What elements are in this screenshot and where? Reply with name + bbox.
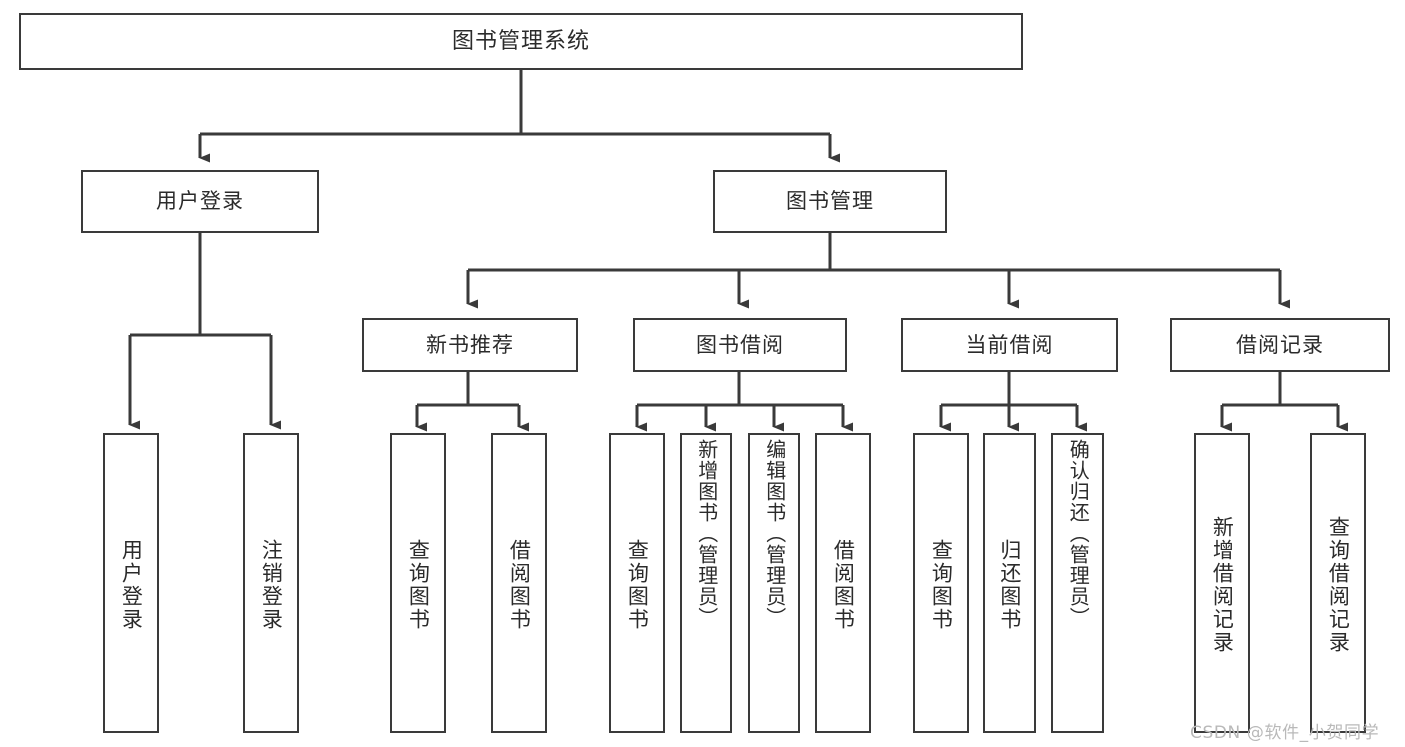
node-label: 借阅记录 bbox=[1236, 332, 1324, 357]
node-label: 编辑图书（管理员） bbox=[762, 439, 787, 628]
node-label: 注销登录 bbox=[259, 539, 284, 631]
leaf-user-login[interactable]: 用户登录 bbox=[103, 433, 159, 733]
node-label: 新增借阅记录 bbox=[1210, 516, 1235, 654]
node-label: 借阅图书 bbox=[831, 539, 856, 631]
leaf-return-book[interactable]: 归还图书 bbox=[983, 433, 1036, 733]
leaf-edit-book-admin[interactable]: 编辑图书（管理员） bbox=[748, 433, 800, 733]
node-new-book-recommend[interactable]: 新书推荐 bbox=[362, 318, 578, 372]
leaf-user-logout[interactable]: 注销登录 bbox=[243, 433, 299, 733]
leaf-add-borrow-record[interactable]: 新增借阅记录 bbox=[1194, 433, 1250, 733]
node-borrow-record[interactable]: 借阅记录 bbox=[1170, 318, 1390, 372]
node-label: 查询图书 bbox=[625, 539, 650, 631]
node-user-login[interactable]: 用户登录 bbox=[81, 170, 319, 233]
leaf-borrow-book-recommend[interactable]: 借阅图书 bbox=[491, 433, 547, 733]
node-book-borrow[interactable]: 图书借阅 bbox=[633, 318, 847, 372]
node-label: 新书推荐 bbox=[426, 332, 514, 357]
node-label: 图书管理 bbox=[786, 189, 874, 214]
node-label: 查询图书 bbox=[406, 539, 431, 631]
node-label: 借阅图书 bbox=[507, 539, 532, 631]
node-current-borrow[interactable]: 当前借阅 bbox=[901, 318, 1118, 372]
leaf-borrow-book[interactable]: 借阅图书 bbox=[815, 433, 871, 733]
node-label: 确认归还（管理员） bbox=[1066, 439, 1091, 628]
node-label: 当前借阅 bbox=[965, 332, 1054, 357]
node-label: 查询图书 bbox=[929, 539, 954, 631]
node-label: 新增图书（管理员） bbox=[694, 439, 719, 628]
node-label: 归还图书 bbox=[997, 539, 1022, 631]
node-label: 用户登录 bbox=[119, 539, 144, 631]
leaf-query-book-recommend[interactable]: 查询图书 bbox=[390, 433, 446, 733]
node-label: 图书借阅 bbox=[696, 332, 784, 357]
node-label: 用户登录 bbox=[156, 189, 244, 214]
leaf-query-book-current[interactable]: 查询图书 bbox=[913, 433, 969, 733]
node-label: 图书管理系统 bbox=[451, 28, 590, 54]
node-root-book-management-system[interactable]: 图书管理系统 bbox=[19, 13, 1023, 70]
watermark: CSDN @软件_小贺同学 bbox=[1190, 723, 1380, 743]
leaf-confirm-return-admin[interactable]: 确认归还（管理员） bbox=[1051, 433, 1104, 733]
leaf-query-book-borrow[interactable]: 查询图书 bbox=[609, 433, 665, 733]
node-book-management[interactable]: 图书管理 bbox=[713, 170, 947, 233]
leaf-add-book-admin[interactable]: 新增图书（管理员） bbox=[680, 433, 732, 733]
node-label: 查询借阅记录 bbox=[1326, 516, 1351, 654]
leaf-query-borrow-record[interactable]: 查询借阅记录 bbox=[1310, 433, 1366, 733]
